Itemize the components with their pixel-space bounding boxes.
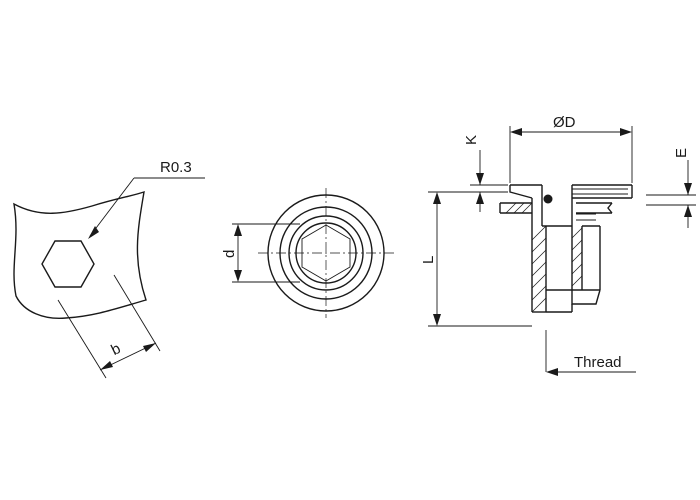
length-label: L — [420, 256, 437, 264]
thread-label: Thread — [574, 354, 622, 371]
radius-leader — [89, 177, 135, 237]
top-view: d — [221, 188, 394, 318]
radius-label: R0.3 — [160, 159, 192, 176]
clearance-label: E — [673, 148, 690, 158]
sheet-outline — [13, 190, 147, 319]
section-view: ØD K L E Thread — [420, 114, 696, 376]
head-thickness-label: K — [463, 135, 480, 145]
hex-ext-line-2 — [113, 274, 161, 352]
inner-diameter-label: d — [221, 250, 238, 258]
outer-diameter-label: ØD — [553, 114, 576, 131]
sheet-view: R0.3 b — [13, 159, 205, 379]
hex-width-label: b — [108, 340, 123, 359]
hex-ext-line-1 — [57, 299, 107, 379]
hex-hole — [41, 240, 95, 288]
seal-bead — [543, 194, 553, 204]
